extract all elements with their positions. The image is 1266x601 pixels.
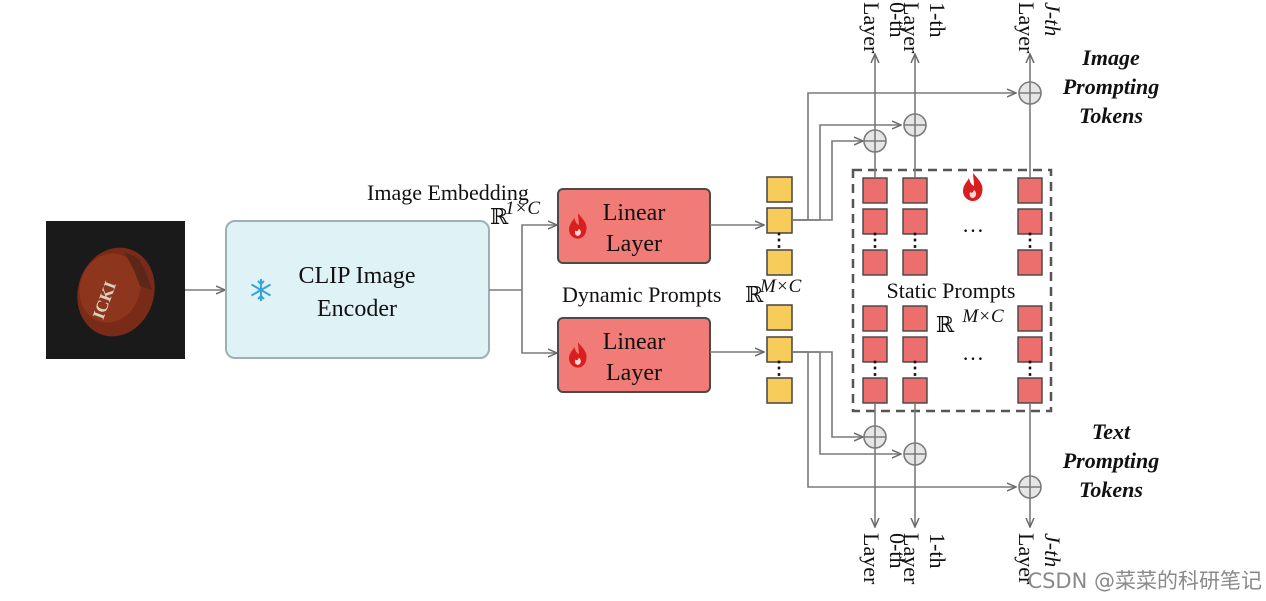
text-prompting-tokens-line1: Text [1092, 419, 1131, 444]
bottom-layerJ-a: J-th [1040, 533, 1065, 567]
image-prompting-tokens-line3: Tokens [1079, 103, 1143, 128]
dynamic-prompts-dim: M×C [759, 276, 802, 297]
add-op-icon [903, 113, 927, 137]
arrow-to-linear-bottom [521, 290, 557, 353]
watermark: CSDN @菜菜的科研笔记 [1027, 569, 1262, 593]
wire-text-to-J [792, 351, 1016, 487]
clip-image-encoder: CLIP Image Encoder [225, 220, 490, 359]
linear-top-line1: Linear [603, 200, 666, 226]
grid-ellipsis-h: … [962, 340, 984, 365]
static-prompts-box [851, 168, 1053, 413]
add-op-icon [1018, 81, 1042, 105]
add-op-icon [903, 442, 927, 466]
grid-ellipsis-h: … [962, 212, 984, 237]
bottom-layer1-b: Layer [899, 533, 924, 585]
bottom-layer0-a: 0-th [885, 533, 910, 568]
grid-ellipsis: ⋮ [906, 230, 924, 250]
image-embedding-label: Image Embedding [367, 180, 529, 205]
wire-image-to-0 [792, 141, 863, 221]
text-prompting-tokens-line2: Prompting [1062, 448, 1160, 473]
top-layerJ-b: Layer [1014, 2, 1039, 54]
grid-ellipsis: ⋮ [906, 358, 924, 378]
bottom-layer0-b: Layer [859, 533, 884, 585]
dynamic-prompts-space: ℝ [745, 282, 764, 307]
grid-ellipsis: ⋮ [1021, 358, 1039, 378]
input-image: ICKI [46, 221, 185, 359]
top-layer1-b: Layer [899, 2, 924, 54]
grid-ellipsis: ⋮ [866, 230, 884, 250]
bottom-layer1-a: 1-th [925, 533, 950, 568]
image-embedding-space: ℝ [490, 204, 509, 229]
add-op-icon [863, 425, 887, 449]
grid-ellipsis: ⋮ [1021, 230, 1039, 250]
static-prompts-label: Static Prompts [887, 278, 1016, 303]
dynamic-prompts-label: Dynamic Prompts [562, 282, 722, 307]
linear-bottom-line1: Linear [603, 329, 666, 355]
token-ellipsis: ⋮ [770, 358, 788, 378]
snowflake-icon [250, 279, 272, 301]
image-embedding-dim: 1×C [505, 198, 540, 219]
top-layerJ-a: J-th [1040, 2, 1065, 36]
static-prompts-space: ℝ [936, 312, 955, 337]
top-layer0-a: 0-th [885, 2, 910, 37]
image-prompting-tokens-line1: Image [1081, 45, 1140, 70]
arrow-to-linear-top [521, 225, 557, 290]
grid-ellipsis: ⋮ [866, 358, 884, 378]
add-op-icon [1018, 475, 1042, 499]
top-layer1-a: 1-th [925, 2, 950, 37]
encoder-label-line1: CLIP Image [298, 263, 415, 289]
fire-icon [963, 173, 983, 201]
add-op-icon [863, 129, 887, 153]
encoder-label-line2: Encoder [317, 296, 397, 322]
linear-layer-bottom: Linear Layer [557, 317, 711, 393]
static-prompt-grid [862, 177, 1043, 404]
linear-top-line2: Layer [606, 231, 662, 257]
static-prompts-dim: M×C [961, 306, 1004, 327]
text-prompting-tokens-line3: Tokens [1079, 477, 1143, 502]
linear-bottom-line2: Layer [606, 360, 662, 386]
image-prompt-token-stack [766, 176, 793, 276]
token-ellipsis: ⋮ [770, 230, 788, 250]
bottom-layerJ-b: Layer [1014, 533, 1039, 585]
top-layer0-b: Layer [859, 2, 884, 54]
linear-layer-top: Linear Layer [557, 188, 711, 264]
image-prompting-tokens-line2: Prompting [1062, 74, 1160, 99]
text-prompt-token-stack [766, 304, 793, 404]
